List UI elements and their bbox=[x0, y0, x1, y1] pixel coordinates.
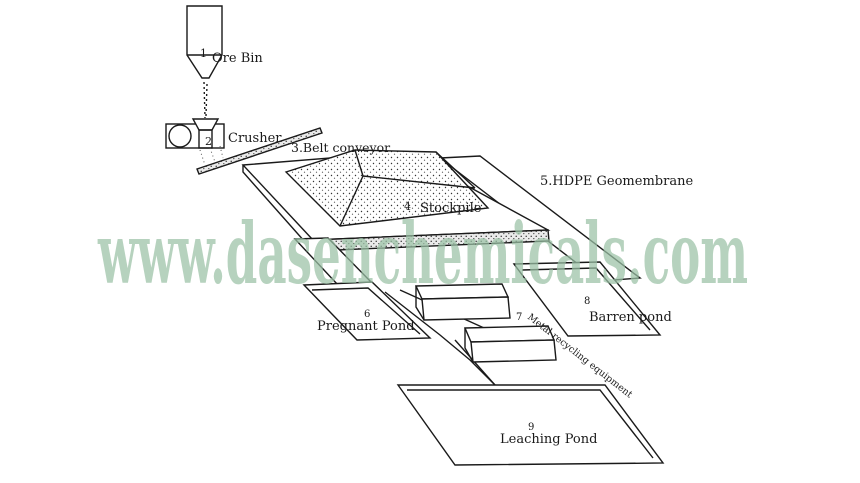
stockpile bbox=[284, 149, 490, 227]
leaching-pond-label: Leaching Pond bbox=[500, 432, 597, 447]
pregnant-pond-number: 6 bbox=[364, 309, 370, 320]
belt-conveyor bbox=[196, 127, 323, 175]
stockpile-label: Stockpile bbox=[420, 201, 482, 216]
leaching-pond bbox=[396, 384, 665, 466]
belt-conveyor-label: 3.Belt conveyor bbox=[291, 140, 390, 155]
barren-pond-number: 8 bbox=[584, 296, 590, 307]
stockpile-number: 4 bbox=[404, 200, 411, 213]
pregnant-pond-label: Pregnant Pond bbox=[317, 319, 415, 334]
ore-bin-number: 1 bbox=[200, 47, 207, 60]
metal-recycling-box-upper bbox=[414, 283, 511, 321]
crusher bbox=[165, 118, 225, 149]
metal-recycling-box-lower bbox=[463, 325, 557, 363]
barren-pond-label: Barren pond bbox=[589, 310, 672, 325]
geomembrane-label: 5.HDPE Geomembrane bbox=[540, 174, 693, 189]
watermark-text: www.dasenchemicals.com bbox=[97, 204, 748, 303]
ore-bin bbox=[186, 5, 223, 119]
pregnant-pond bbox=[302, 281, 432, 341]
leaching-pond-number: 9 bbox=[528, 422, 534, 433]
barren-pond bbox=[512, 261, 662, 337]
metal-recycling-number: 7 bbox=[516, 312, 522, 323]
ore-bin-label: Ore Bin bbox=[212, 51, 263, 66]
crusher-number: 2 bbox=[205, 135, 212, 148]
crusher-label: Crusher bbox=[228, 131, 282, 146]
